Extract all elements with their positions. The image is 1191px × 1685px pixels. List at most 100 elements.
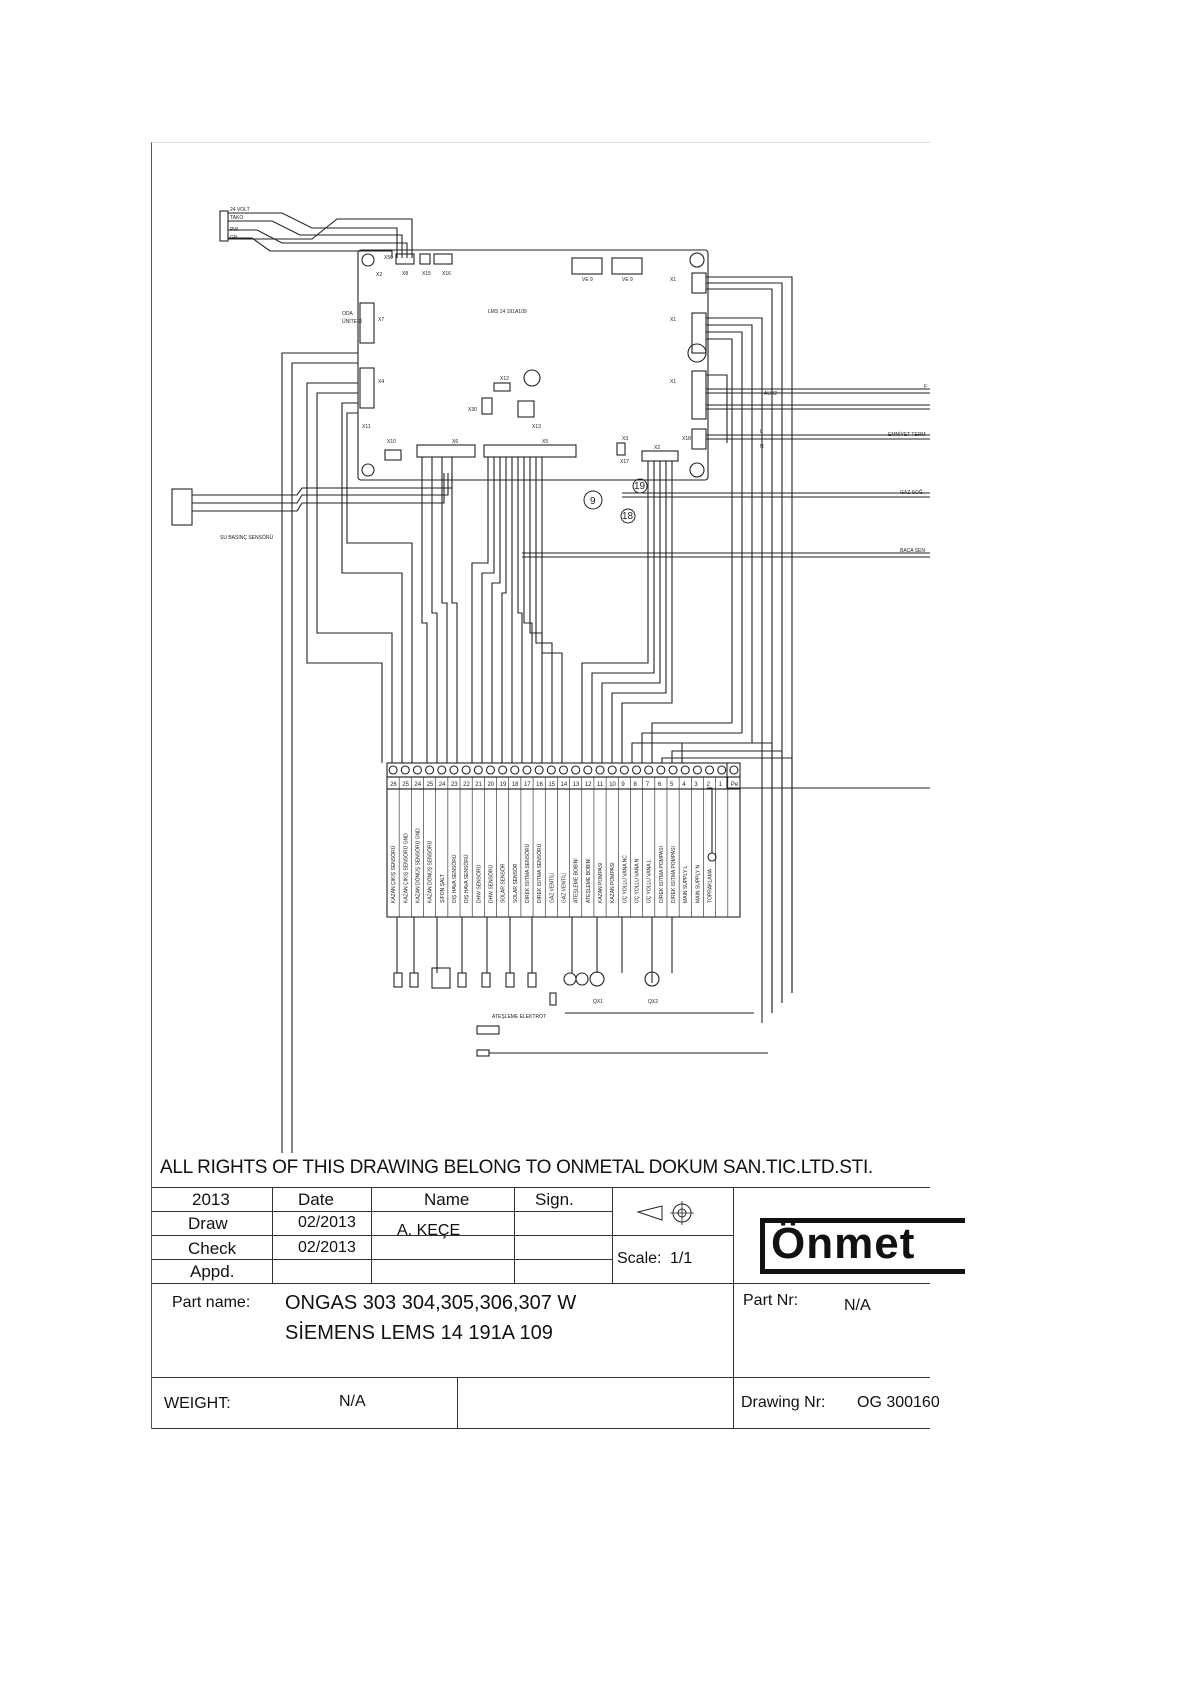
- draw-date: 02/2013: [298, 1214, 356, 1231]
- pump-label: QX2: [648, 999, 658, 1005]
- terminal-screw: [534, 765, 544, 775]
- part-name-label: Part name:: [172, 1294, 251, 1311]
- terminal-number: 20: [487, 782, 494, 788]
- terminal-label: KAZAN ÇIKIŞ SENSÖRÜ GND: [402, 833, 409, 903]
- right-edge-label: BACA SEN: [900, 548, 925, 554]
- connector-label: X18: [682, 436, 691, 442]
- terminal-label: ATEŞLEME BOBİNİ: [585, 858, 592, 903]
- terminal-label: DİREK ISITMA POMPASI: [658, 846, 665, 903]
- date-header: Date: [298, 1190, 334, 1209]
- copyright-notice: ALL RIGHTS OF THIS DRAWING BELONG TO ONM…: [160, 1157, 873, 1178]
- terminal-screw: [571, 765, 581, 775]
- terminal-screw: [546, 765, 556, 775]
- aux-label: AUX2: [764, 391, 777, 397]
- terminal-screw: [680, 765, 690, 775]
- top-wire-label: GN: [230, 235, 238, 241]
- connector-label: X16: [442, 271, 451, 277]
- terminal-label: DIREK ISITMA SENSÖRÜ: [524, 843, 531, 903]
- terminal-number: 5: [670, 782, 674, 788]
- terminal-number: 22: [463, 782, 470, 788]
- top-wire-label: TAKO: [230, 215, 243, 221]
- connector-label: X2: [654, 445, 660, 451]
- terminal-screw: [668, 765, 678, 775]
- terminal-screw: [400, 765, 410, 775]
- company-logo: Önmet: [760, 1218, 965, 1274]
- terminal-label: KAZAN POMPASI: [610, 863, 616, 903]
- terminal-screw: [498, 765, 508, 775]
- year-cell: 2013: [192, 1190, 230, 1209]
- terminal-label: KAZAN DÖNÜŞ SENSÖRÜ GND: [414, 828, 421, 903]
- draw-label: Draw: [188, 1214, 228, 1233]
- terminal-label: KAZAN POMPASI: [598, 863, 604, 903]
- room-unit-label: ODA: [342, 311, 354, 317]
- terminal-screw: [412, 765, 422, 775]
- terminal-screw: [692, 765, 702, 775]
- connector-label: X7: [378, 317, 384, 323]
- connector-label: VE 9: [582, 277, 593, 283]
- check-date: 02/2013: [298, 1239, 356, 1256]
- part-nr-label: Part Nr:: [743, 1292, 799, 1309]
- top-wire-label: PW: [230, 227, 238, 233]
- connector-label: X17: [620, 459, 629, 465]
- terminal-screw: [522, 765, 532, 775]
- drawing-nr-value: OG 300160: [857, 1394, 940, 1411]
- terminal-number: 26: [390, 782, 397, 788]
- board-name: LMS 14 191A109: [488, 309, 527, 315]
- line-label: L: [760, 429, 763, 435]
- terminal-screw: [644, 765, 654, 775]
- ignition-label: ATEŞLEME ELEKTROT: [492, 1014, 546, 1020]
- name-header: Name: [424, 1190, 470, 1209]
- terminal-number: 2: [707, 782, 711, 788]
- terminal-screw: [461, 765, 471, 775]
- terminal-screw: [388, 765, 398, 775]
- terminal-label: DHW SENSÖRÜ: [487, 865, 494, 903]
- connector-label: VE 9: [622, 277, 633, 283]
- connector-label: X1: [670, 317, 676, 323]
- terminal-number: 4: [682, 782, 686, 788]
- terminal-screw: [607, 765, 617, 775]
- terminal-screw: [583, 765, 593, 775]
- connector-label: X13: [532, 424, 541, 430]
- terminal-screw: [705, 765, 715, 775]
- terminal-label: ÜÇ YOLLU VANA N: [634, 858, 641, 903]
- terminal-label: KAZAN ÇIKIŞ SENSÖRÜ: [390, 845, 397, 903]
- terminal-label: DIREK ISITMA SENSÖRÜ: [536, 843, 543, 903]
- terminal-label: GAZ VENTİLİ: [561, 872, 568, 903]
- line-label: N: [760, 444, 764, 450]
- terminal-number: 25: [427, 782, 434, 788]
- terminal-label: DIŞ HAVA SENSÖRÜ: [451, 854, 458, 903]
- wire-harness-plug: [219, 210, 229, 242]
- scale-value: 1/1: [670, 1250, 693, 1267]
- part-name-line2: SİEMENS LEMS 14 191A 109: [285, 1322, 553, 1344]
- logo-text: Önmet: [771, 1219, 916, 1268]
- terminal-screw: [619, 765, 629, 775]
- terminal-screw: [485, 765, 496, 775]
- check-label: Check: [188, 1239, 237, 1258]
- terminal-number: 24: [439, 782, 446, 788]
- connector-label: X50: [384, 255, 393, 261]
- terminal-label: ÜÇ YOLLU VANA NC: [621, 855, 628, 903]
- terminal-label: GAZ VENTİLİ: [548, 872, 555, 903]
- weight-label: WEIGHT:: [164, 1395, 231, 1412]
- callout: 18: [622, 511, 634, 522]
- part-nr-value: N/A: [844, 1297, 871, 1314]
- callout: 9: [590, 496, 596, 507]
- terminal-label: ÜÇ YOLLU VANA L: [646, 859, 653, 903]
- projection-symbol-icon: [636, 1201, 694, 1225]
- part-name-line1: ONGAS 303 304,305,306,307 W: [285, 1292, 577, 1314]
- terminal-number: 25: [402, 782, 409, 788]
- terminal-number: 3: [694, 782, 698, 788]
- connector-label: X12: [500, 376, 509, 382]
- terminal-label: DHW SENSÖRÜ: [475, 865, 482, 903]
- pump-label: QX1: [593, 999, 603, 1005]
- terminal-screw: [449, 765, 459, 775]
- connector-label: X1: [670, 379, 676, 385]
- terminal-number: 16: [536, 782, 543, 788]
- terminal-screw: [656, 765, 666, 775]
- draw-name: A. KEÇE: [397, 1222, 461, 1239]
- terminal-number: 21: [475, 782, 482, 788]
- wiring-diagram: 24 VOLT TAKO PW GN LMS 14 191A109 X50 X8…: [171, 207, 930, 1153]
- right-edge-label: EMNİYET TERM: [888, 431, 926, 438]
- terminal-label: ŞİFON ŞALT: [439, 874, 446, 903]
- terminal-number: 17: [524, 782, 531, 788]
